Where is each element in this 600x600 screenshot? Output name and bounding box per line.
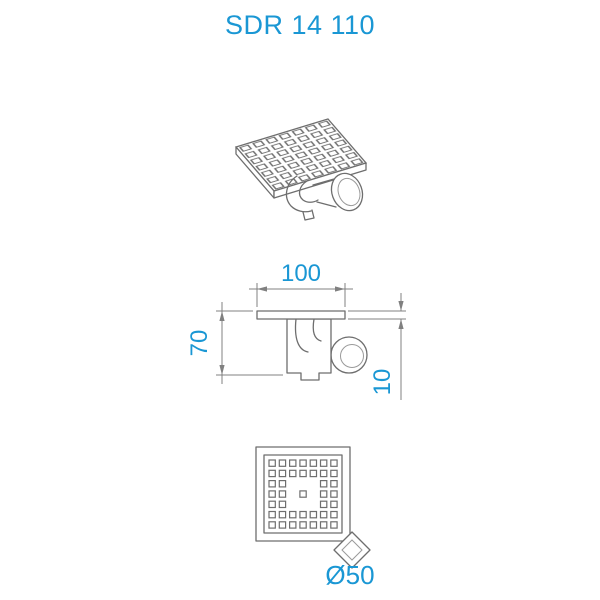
grate-hole bbox=[278, 510, 287, 519]
grate-hole bbox=[330, 521, 338, 529]
arrowhead-down bbox=[398, 301, 404, 311]
grate-hole bbox=[309, 510, 318, 519]
grate-hole bbox=[330, 459, 338, 467]
dimension-thickness-label: 10 bbox=[369, 369, 396, 396]
grate-hole bbox=[278, 521, 287, 529]
grate-hole bbox=[319, 500, 328, 509]
grate-hole-grid bbox=[268, 459, 338, 529]
grate-hole bbox=[299, 510, 307, 519]
grate-hole bbox=[319, 469, 328, 478]
arrowhead-up bbox=[398, 319, 404, 329]
outlet-bottom-line bbox=[316, 201, 337, 208]
grate-hole bbox=[319, 490, 328, 498]
grate-hole bbox=[330, 490, 338, 498]
grate-hole bbox=[330, 469, 338, 478]
dimension-height: 70 bbox=[186, 302, 283, 384]
grate-hole bbox=[289, 459, 297, 467]
grate-hole bbox=[309, 521, 318, 529]
trap-inner-curve bbox=[298, 180, 319, 203]
dimension-thickness: 10 bbox=[348, 293, 406, 400]
grate-hole bbox=[299, 469, 307, 478]
grate-hole bbox=[278, 490, 287, 498]
outlet-socket-iso bbox=[330, 172, 364, 212]
flange-plate bbox=[256, 310, 346, 320]
water-seal-curve-2 bbox=[312, 318, 322, 342]
grate-hole bbox=[299, 490, 307, 498]
dimension-height-label: 70 bbox=[186, 330, 213, 357]
water-seal-curve-1 bbox=[294, 318, 309, 353]
isometric-view bbox=[236, 118, 368, 221]
grate-hole bbox=[319, 510, 328, 519]
grate-hole bbox=[268, 469, 276, 478]
page-title: SDR 14 110 bbox=[224, 10, 376, 40]
grate-hole bbox=[319, 480, 328, 488]
dimension-width-label: 100 bbox=[281, 260, 321, 287]
grate-hole bbox=[278, 480, 287, 488]
grate-hole bbox=[299, 459, 307, 467]
dimension-width: 100 bbox=[249, 260, 353, 307]
grate-hole bbox=[268, 510, 276, 519]
grate-hole bbox=[278, 459, 287, 467]
grate-hole-pattern bbox=[236, 118, 366, 191]
arrowhead-right bbox=[335, 286, 345, 292]
trap-body-iso bbox=[285, 175, 337, 221]
outlet-pipe-bore bbox=[337, 177, 361, 207]
grate-hole bbox=[268, 490, 276, 498]
grate-hole bbox=[268, 459, 276, 467]
grate-hole bbox=[309, 469, 318, 478]
grate-hole bbox=[289, 521, 297, 529]
outlet-circle-bore bbox=[340, 344, 364, 368]
trap-foot bbox=[302, 209, 315, 221]
corner-outlet bbox=[333, 531, 371, 569]
section-view: 100 70 10 bbox=[186, 260, 406, 400]
arrowhead-bottom bbox=[219, 365, 225, 375]
grate-hole bbox=[319, 459, 328, 467]
grate-hole bbox=[289, 510, 297, 519]
grate-hole bbox=[319, 521, 328, 529]
outlet-top-line bbox=[312, 178, 335, 186]
grate-edge-front bbox=[273, 162, 367, 199]
arrowhead-left bbox=[257, 286, 267, 292]
trap-outer-curve bbox=[285, 175, 312, 213]
trap-body-section bbox=[286, 318, 332, 381]
grate-hole bbox=[278, 500, 287, 509]
grate-outer-frame bbox=[255, 446, 351, 542]
grate-hole bbox=[289, 469, 297, 478]
grate-hole bbox=[268, 521, 276, 529]
outlet-diameter-label: Ø50 bbox=[325, 560, 374, 590]
plan-view: Ø50 bbox=[255, 446, 375, 590]
grate-hole bbox=[268, 480, 276, 488]
grate-hole bbox=[278, 469, 287, 478]
outlet-spout bbox=[333, 531, 371, 569]
grate-hole bbox=[330, 510, 338, 519]
arrowhead-top bbox=[219, 311, 225, 321]
outlet-spout-bore bbox=[341, 539, 363, 561]
grate-inner-frame bbox=[263, 454, 343, 534]
grate-hole bbox=[268, 500, 276, 509]
grate-hole bbox=[330, 480, 338, 488]
grate-hole bbox=[330, 500, 338, 509]
grate-hole bbox=[299, 521, 307, 529]
grate-hole bbox=[309, 459, 318, 467]
